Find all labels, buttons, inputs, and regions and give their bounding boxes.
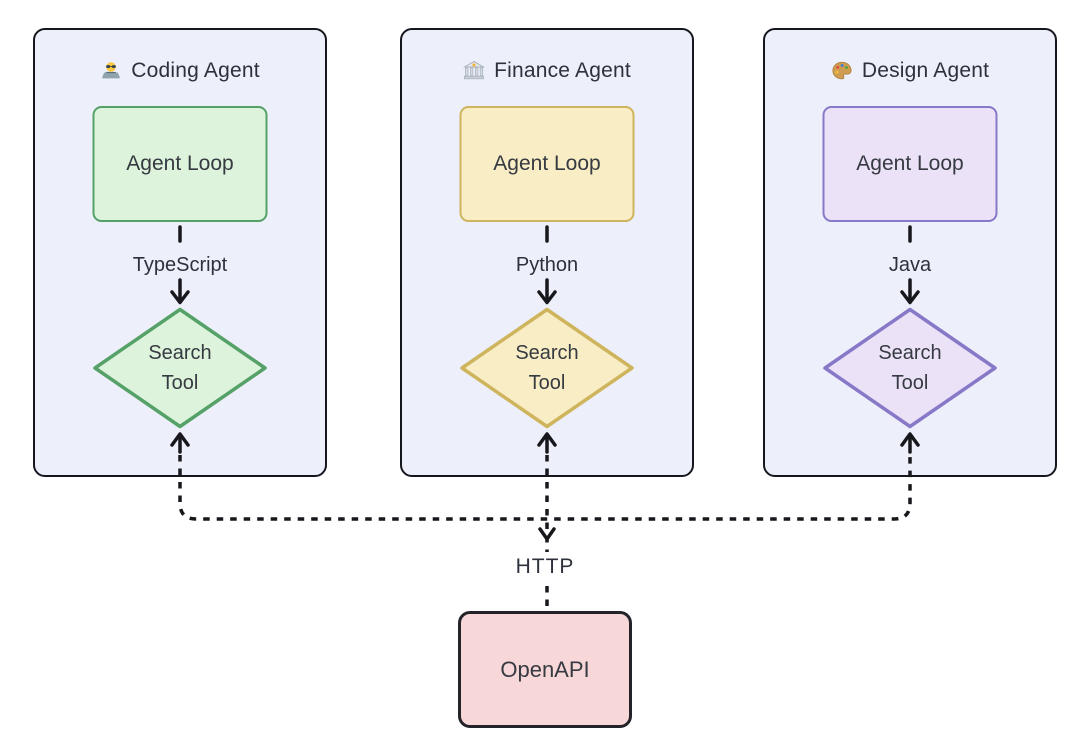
junction-down-arrowhead xyxy=(538,527,556,541)
agent-loop-label: Agent Loop xyxy=(856,152,964,175)
agent-title-text: Coding Agent xyxy=(131,59,260,82)
search-tool-diamond: Search Tool xyxy=(92,307,268,429)
search-tool-label: Search Tool xyxy=(515,342,579,394)
language-label: Python xyxy=(515,254,579,276)
openapi-label: OpenAPI xyxy=(500,656,590,682)
search-tool-diamond: Search Tool xyxy=(459,307,635,429)
bank-icon xyxy=(463,60,486,82)
agent-title: Coding Agent xyxy=(35,59,325,83)
language-label: TypeScript xyxy=(132,254,228,276)
agent-loop-label: Agent Loop xyxy=(126,152,234,175)
dashed-http-bus xyxy=(178,455,912,608)
search-tool-label: Search Tool xyxy=(878,342,942,394)
search-tool-label: Search Tool xyxy=(148,342,212,394)
language-label: Java xyxy=(888,254,932,276)
agent-loop-node: Agent Loop xyxy=(92,106,268,222)
openapi-node: OpenAPI xyxy=(458,611,632,728)
technologist-icon xyxy=(100,60,122,82)
agent-loop-label: Agent Loop xyxy=(493,152,601,175)
agent-card-design: Design Agent Agent Loop Java Search Tool xyxy=(763,28,1057,477)
agent-title-text: Finance Agent xyxy=(494,59,631,82)
agent-loop-node: Agent Loop xyxy=(459,106,635,222)
palette-icon xyxy=(831,60,853,82)
agent-card-finance: Finance Agent Agent Loop Python Search T… xyxy=(400,28,694,477)
agent-title-text: Design Agent xyxy=(861,59,990,82)
agent-card-coding: Coding Agent Agent Loop TypeScript Searc… xyxy=(33,28,327,477)
search-tool-diamond: Search Tool xyxy=(822,307,998,429)
http-protocol-label: HTTP xyxy=(515,555,575,578)
agent-loop-node: Agent Loop xyxy=(822,106,998,222)
agent-title: Design Agent xyxy=(765,59,1055,83)
agent-title: Finance Agent xyxy=(402,59,692,83)
